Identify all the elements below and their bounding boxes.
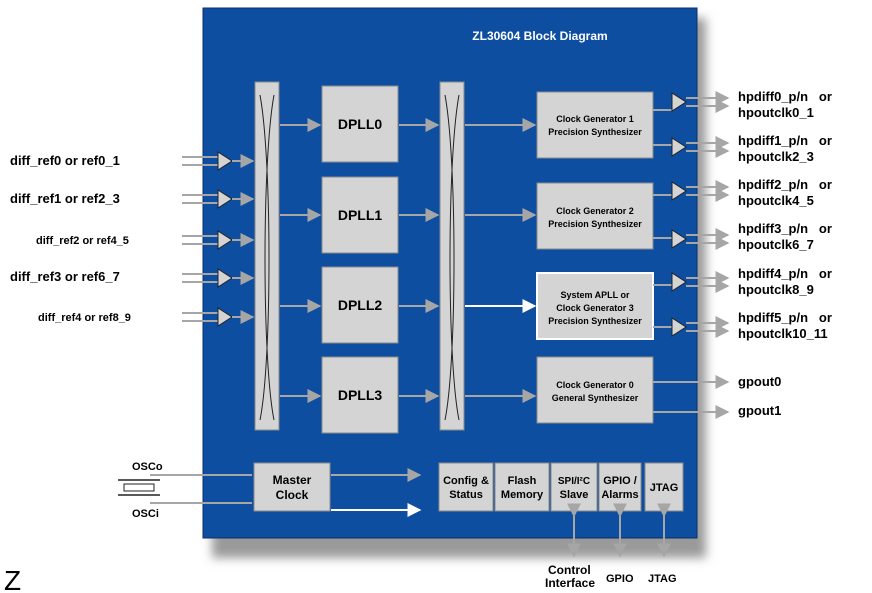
flash-line1: Flash: [508, 475, 537, 487]
master-clock-line2: Clock: [276, 488, 309, 502]
cg2-line1: Clock Generator 2: [556, 206, 634, 216]
crystal-icon: [118, 479, 160, 496]
spi-line2: Slave: [560, 489, 589, 501]
apll-line3: Precision Synthesizer: [548, 316, 642, 326]
gpio-bottom-label: GPIO: [606, 573, 634, 585]
bottom-arrows: [567, 503, 671, 558]
dpll2-block: [321, 266, 399, 344]
dpll3-label: DPLL3: [338, 387, 383, 403]
control-interface-line1: Control: [548, 563, 591, 577]
config-line2: Status: [449, 489, 483, 501]
config-line1: Config &: [443, 475, 489, 487]
gpio-line2: Alarms: [601, 489, 638, 501]
jtag-line1: JTAG: [650, 482, 679, 494]
master-clock-block: [253, 462, 331, 512]
jtag-bottom-label: JTAG: [648, 573, 677, 585]
clock-generator-1: [536, 91, 654, 159]
dpll0-block: [321, 85, 399, 163]
flash-line2: Memory: [501, 489, 544, 501]
output-2-line2: hpoutclk4_5: [738, 193, 814, 208]
input-buffers: [182, 151, 255, 327]
input-0-label: diff_ref0 or ref0_1: [10, 153, 120, 168]
output-0-line2: hpoutclk0_1: [738, 105, 814, 120]
diagram-title: ZL30604 Block Diagram: [472, 29, 607, 43]
output-4-line2: hpoutclk8_9: [738, 282, 814, 297]
output-3-line2: hpoutclk6_7: [738, 237, 814, 252]
output-1-line1: hpdiff1_p/n or: [738, 133, 832, 148]
output-0-line1: hpdiff0_p/n or: [738, 89, 832, 104]
dpll2-label: DPLL2: [338, 297, 383, 313]
input-3-label: diff_ref3 or ref6_7: [10, 269, 120, 284]
input-crossbar: [254, 81, 280, 431]
config-status-block: [438, 462, 494, 512]
input-1-label: diff_ref1 or ref2_3: [10, 191, 120, 206]
input-2-label: diff_ref2 or ref4_5: [36, 235, 129, 247]
dpll1-block: [321, 176, 399, 254]
output-5-line2: hpoutclk10_11: [738, 326, 828, 341]
spi-slave-block: [550, 462, 598, 512]
jtag-block: [644, 462, 684, 512]
dpll1-label: DPLL1: [338, 207, 383, 223]
corner-letter: Z: [4, 565, 21, 593]
spi-line1: SPI/I²C: [558, 476, 590, 487]
gpout0-label: gpout0: [738, 374, 781, 389]
gpio-alarms-block: [598, 462, 642, 512]
crossbar-lines-2: [444, 94, 460, 421]
output-3-line1: hpdiff3_p/n or: [738, 221, 832, 236]
output-crossbar: [439, 81, 465, 431]
cg1-line2: Precision Synthesizer: [548, 127, 642, 137]
dpll-arrows: [280, 118, 537, 403]
clock-generator-0: [536, 356, 654, 424]
cg0-line2: General Synthesizer: [552, 393, 639, 403]
gpout1-label: gpout1: [738, 403, 781, 418]
gpio-line1: GPIO /: [603, 475, 637, 487]
output-5-line1: hpdiff5_p/n or: [738, 310, 832, 325]
apll-line1: System APLL or: [560, 290, 630, 300]
dpll0-label: DPLL0: [338, 116, 383, 132]
cg0-line1: Clock Generator 0: [556, 380, 634, 390]
flash-memory-block: [494, 462, 550, 512]
master-clock-line1: Master: [273, 473, 312, 487]
cg1-line1: Clock Generator 1: [556, 114, 634, 124]
output-buffers: [653, 91, 730, 419]
apll-line2: Clock Generator 3: [556, 303, 634, 313]
output-4-line1: hpdiff4_p/n or: [738, 266, 832, 281]
cg2-line2: Precision Synthesizer: [548, 219, 642, 229]
input-4-label: diff_ref4 or ref8_9: [38, 312, 131, 324]
clock-generator-2: [536, 182, 654, 250]
osc-in-label: OSCi: [132, 508, 159, 520]
dpll3-block: [321, 356, 399, 434]
output-1-line2: hpoutclk2_3: [738, 149, 814, 164]
output-2-line1: hpdiff2_p/n or: [738, 177, 832, 192]
osc-out-label: OSCo: [132, 461, 163, 473]
crossbar-lines: [259, 94, 275, 421]
control-interface-line2: Interface: [545, 576, 595, 590]
system-apll: [536, 272, 654, 340]
